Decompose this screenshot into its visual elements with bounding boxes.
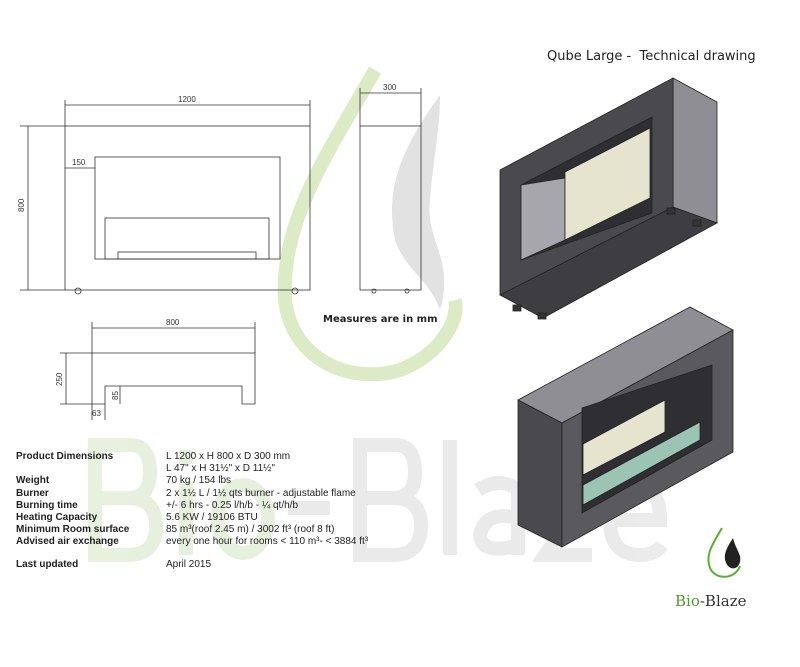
spec-row: Burning time +/- 6 hrs - 0.25 l/h/b - ¼ q… (16, 500, 368, 512)
brand-part2: -Blaze (699, 592, 747, 610)
spec-value: L 47" x H 31½" x D 11½" (166, 463, 276, 475)
watermark-flame-icon (392, 95, 445, 310)
dim-base-height: 250 (55, 372, 64, 386)
side-view (359, 88, 422, 294)
spec-row: Weight 70 kg / 154 lbs (16, 475, 368, 487)
spec-label: Advised air exchange (16, 536, 119, 548)
dim-depth: 300 (383, 83, 397, 92)
bio-blaze-logo-icon (707, 527, 741, 578)
dim-width: 1200 (178, 95, 196, 104)
spec-label: Burner (16, 487, 49, 499)
last-updated-label: Last updated (16, 558, 79, 570)
front-view (20, 100, 311, 295)
spec-label: Product Dimensions (16, 451, 114, 462)
measures-note: Measures are in mm (323, 314, 438, 325)
dim-leg-width: 63 (92, 409, 101, 418)
watermark-bio-icon (88, 438, 275, 562)
dim-height: 800 (17, 198, 26, 212)
spec-row: L 47" x H 31½" x D 11½" (16, 463, 368, 475)
last-updated-row: Last updated April 2015 (16, 559, 368, 571)
spec-label: Minimum Room surface (16, 524, 130, 536)
page-title: Qube Large - Technical drawing (547, 49, 756, 64)
render-bottom-view (499, 77, 718, 320)
dim-base-width: 800 (166, 318, 180, 327)
spec-label (16, 463, 166, 475)
spec-value: every one hour for rooms < 110 m³- < 388… (166, 536, 369, 548)
spec-label: Burning time (16, 499, 78, 511)
top-view (60, 322, 256, 420)
spec-label: Weight (16, 475, 50, 487)
brand-name: Bio-Blaze (675, 592, 746, 610)
watermark-drop-icon (277, 66, 463, 382)
brand-part1: Bio (675, 592, 700, 610)
dim-inset: 150 (72, 158, 86, 167)
spec-value: +/- 6 hrs - 0.25 l/h/b - ¼ qt/h/b (166, 499, 299, 511)
spec-value: 85 m³(roof 2.45 m) / 3002 ft³ (roof 8 ft… (166, 524, 335, 536)
spec-row: Product Dimensions L 1200 x H 800 x D 300… (16, 451, 368, 463)
specifications-table: Product Dimensions L 1200 x H 800 x D 300… (16, 451, 368, 571)
render-top-view (517, 306, 734, 548)
spec-row: Advised air exchange every one hour for r… (16, 536, 368, 548)
spec-row: Heating Capacity 5.6 KW / 19106 BTU (16, 512, 368, 524)
spec-value: L 1200 x H 800 x D 300 mm (166, 451, 291, 462)
spec-value: 2 x 1½ L / 1½ qts burner - adjustable fl… (166, 487, 356, 499)
dim-leg-height: 85 (111, 391, 120, 400)
spec-value: 70 kg / 154 lbs (166, 475, 232, 487)
spec-row: Burner 2 x 1½ L / 1½ qts burner - adjusta… (16, 488, 368, 500)
spec-label: Heating Capacity (16, 512, 98, 524)
spec-row: Minimum Room surface 85 m³(roof 2.45 m) /… (16, 524, 368, 536)
last-updated-value: April 2015 (166, 558, 212, 570)
spec-value: 5.6 KW / 19106 BTU (166, 512, 258, 524)
